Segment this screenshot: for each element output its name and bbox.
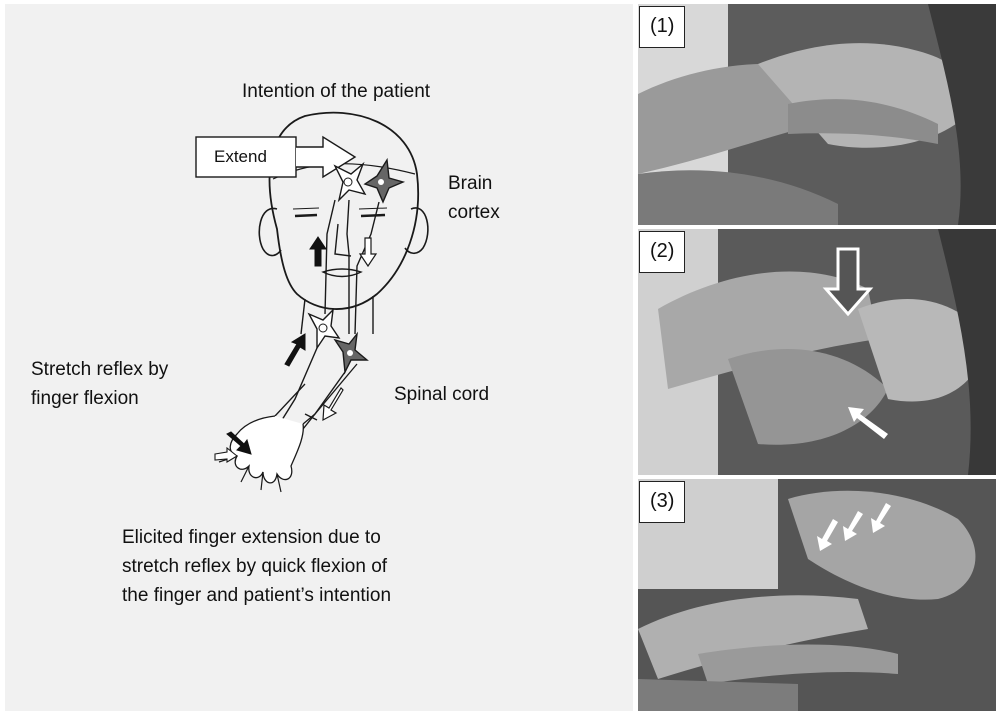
reflex-diagram-panel: Intention of the patient Extend Brain co… (5, 4, 633, 711)
neck-left (301, 299, 305, 334)
left-eye-lid (293, 208, 319, 209)
cortex-neuron-1 (335, 164, 365, 200)
caption-line1: Elicited finger extension due to (122, 526, 381, 550)
photo-label-3: (3) (639, 481, 685, 523)
left-eye (295, 215, 317, 216)
spinal-cord-label: Spinal cord (394, 383, 489, 407)
descending-tract (347, 200, 349, 334)
spinal-motor-neuron-nucleus (347, 350, 353, 356)
brain-label-line1: Brain (448, 172, 492, 196)
diagram-title: Intention of the patient (242, 80, 430, 104)
caption-line3: the finger and patient’s intention (122, 584, 391, 608)
photo-panel-2: (2) (638, 229, 996, 475)
right-eye-lid (359, 208, 387, 209)
photo-label-2: (2) (639, 231, 685, 273)
stretch-reflex-label-line1: Stretch reflex by (31, 358, 168, 382)
brain-label-line2: cortex (448, 201, 500, 225)
photo-panel-1: (1) (638, 4, 996, 225)
hand-photo-2 (638, 229, 996, 475)
hand-photo-3 (638, 479, 996, 711)
cortex-neuron-2-nucleus (378, 179, 384, 185)
mouth (323, 269, 361, 277)
photo-panel-3: (3) (638, 479, 996, 711)
upward-black-arrow (310, 237, 326, 266)
spinal-neuron-sensory (309, 310, 339, 348)
stretch-reflex-label-line2: finger flexion (31, 387, 139, 411)
corticospinal-tract (355, 202, 379, 334)
hand-photo-1 (638, 4, 996, 225)
photo-column: (1) (2) (638, 4, 996, 711)
afferent-black-arrow (285, 334, 305, 366)
extend-label: Extend (214, 145, 267, 169)
right-eye (361, 215, 385, 216)
photo-label-1: (1) (639, 6, 685, 48)
cortex-neuron-2 (365, 160, 403, 202)
caption-line2: stretch reflex by quick flexion of (122, 555, 387, 579)
ascending-tract (325, 200, 335, 314)
